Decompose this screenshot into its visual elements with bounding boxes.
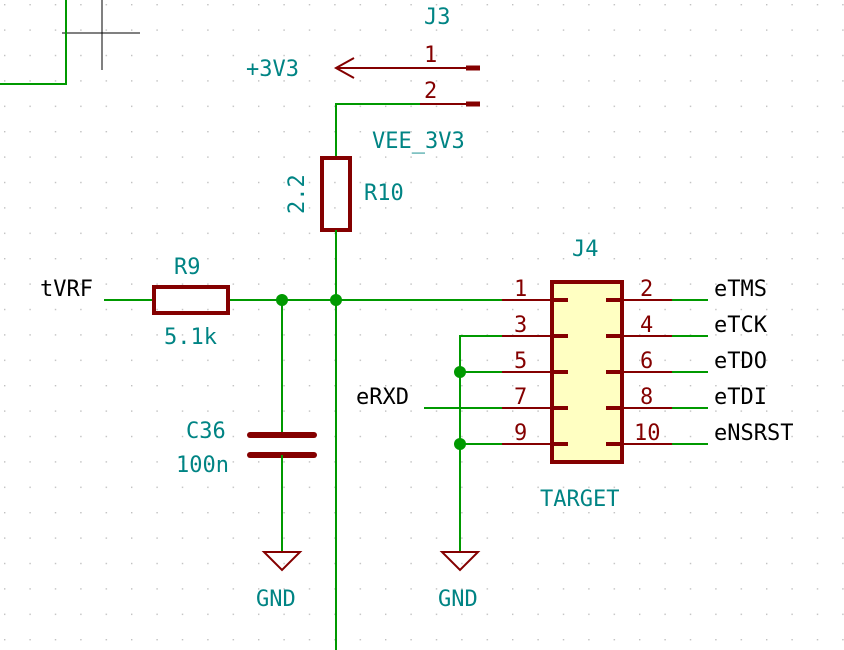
- net-label-etdi: eTDI: [714, 385, 767, 410]
- j4-pin-number-5: 5: [514, 349, 527, 374]
- j4-reference: J4: [572, 237, 599, 262]
- j3-pin1-number: 1: [424, 43, 437, 68]
- j4-pin-number-10: 10: [634, 421, 661, 446]
- j4-pin-number-9: 9: [514, 421, 527, 446]
- j3-reference: J3: [424, 5, 451, 30]
- gnd-symbol-1: [261, 551, 303, 572]
- gnd-symbol-2: [439, 551, 481, 572]
- j4-pin-number-7: 7: [514, 385, 527, 410]
- net-label-erxd: eRXD: [356, 385, 409, 410]
- j3-pin2-number: 2: [424, 79, 437, 104]
- net-label-etdo: eTDO: [714, 349, 767, 374]
- net-label-vee-3v3: VEE_3V3: [372, 129, 465, 154]
- junction-pin9: [454, 438, 466, 450]
- c36-reference: C36: [186, 419, 226, 444]
- net-label-ensrst: eNSRST: [714, 421, 793, 446]
- wire-top-left: [0, 0, 67, 85]
- wire-gnd-bus: [459, 335, 502, 552]
- j4-pin-number-1: 1: [514, 277, 527, 302]
- j4-pin-number-3: 3: [514, 313, 527, 338]
- junction-pin5: [454, 366, 466, 378]
- j4-value: TARGET: [540, 487, 619, 512]
- r10-reference: R10: [364, 181, 404, 206]
- r10-value: 2.2: [285, 174, 310, 214]
- gnd-label-2: GND: [438, 587, 478, 612]
- net-label-etck: eTCK: [714, 313, 768, 338]
- c36-value: 100n: [176, 453, 229, 478]
- net-label-etms: eTMS: [714, 277, 767, 302]
- wire-vee-3v3: [335, 103, 420, 158]
- r9-reference: R9: [174, 255, 201, 280]
- j4-pin-number-4: 4: [640, 313, 653, 338]
- cursor-crosshair: [62, 0, 140, 70]
- net-label-tvrf: tVRF: [40, 277, 93, 302]
- gnd-label-1: GND: [256, 587, 296, 612]
- r9-body: [152, 285, 230, 315]
- r9-value: 5.1k: [164, 325, 217, 350]
- j4-pin-number-8: 8: [640, 385, 653, 410]
- power-label-3v3: +3V3: [246, 57, 299, 82]
- j4-pin-number-6: 6: [640, 349, 653, 374]
- junction-r10: [330, 294, 342, 306]
- j4-pin-number-2: 2: [640, 277, 653, 302]
